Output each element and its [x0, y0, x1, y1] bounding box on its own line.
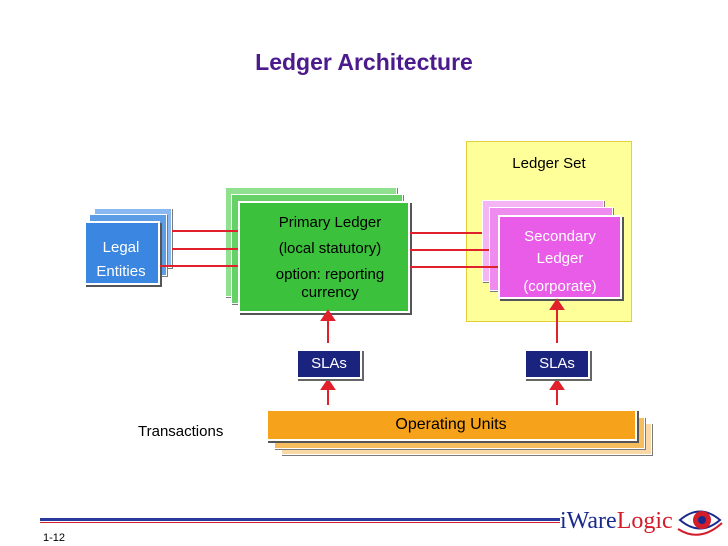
iwarelogic-logo: iWareLogic — [560, 508, 673, 535]
secondary-ledger-box — [498, 215, 622, 299]
sla-left-label: SLAs — [311, 355, 347, 372]
footer-rule — [40, 518, 560, 521]
secondary-ledger-line3: (corporate) — [523, 278, 597, 295]
slide-title: Ledger Architecture — [255, 49, 473, 75]
secondary-ledger-label: Secondary Ledger (corporate) — [505, 226, 615, 298]
operating-units-label: Operating Units — [395, 416, 507, 433]
legal-entities-line2: Entities — [96, 263, 146, 280]
logo-part1: iWare — [560, 508, 617, 534]
slide-number: 1-12 — [43, 532, 66, 544]
primary-ledger-label: Primary Ledger (local statutory) option:… — [258, 212, 402, 304]
logo-eye-icon — [677, 510, 723, 536]
transactions-label: Transactions — [138, 423, 224, 440]
primary-ledger-line1: Primary Ledger — [278, 214, 382, 231]
primary-ledger-line3: option: reporting — [275, 266, 385, 283]
primary-to-secondary-arrow-1 — [410, 232, 482, 234]
sla-right-box — [524, 349, 590, 379]
footer-rule-accent — [40, 522, 560, 523]
logo-part2: Logic — [616, 508, 673, 534]
primary-ledger-line4: currency — [301, 284, 359, 301]
primary-ledger-line2: (local statutory) — [278, 240, 382, 257]
legal-entities-line1: Legal — [102, 239, 140, 256]
secondary-ledger-line1: Secondary — [524, 228, 596, 245]
legal-to-primary-arrow-1 — [172, 230, 238, 232]
ops-to-sla-right-arrowhead — [549, 378, 565, 390]
sla-to-primary-arrowhead — [320, 309, 336, 321]
ops-to-sla-left-arrowhead — [320, 378, 336, 390]
sla-to-secondary-arrowhead — [549, 298, 565, 310]
sla-left-box — [296, 349, 362, 379]
primary-to-secondary-arrow-3 — [410, 266, 498, 268]
secondary-ledger-line2: Ledger — [536, 250, 584, 267]
legal-entities-box — [84, 221, 160, 285]
primary-to-secondary-arrow-2 — [410, 249, 489, 251]
operating-units-box — [266, 409, 637, 441]
legal-entities-label: Legal Entities — [86, 236, 156, 284]
primary-ledger-box — [238, 201, 410, 313]
legal-to-primary-arrow-3 — [160, 265, 238, 267]
legal-to-primary-arrow-2 — [172, 248, 238, 250]
ledger-set-label: Ledger Set — [512, 155, 586, 172]
sla-right-label: SLAs — [539, 355, 575, 372]
